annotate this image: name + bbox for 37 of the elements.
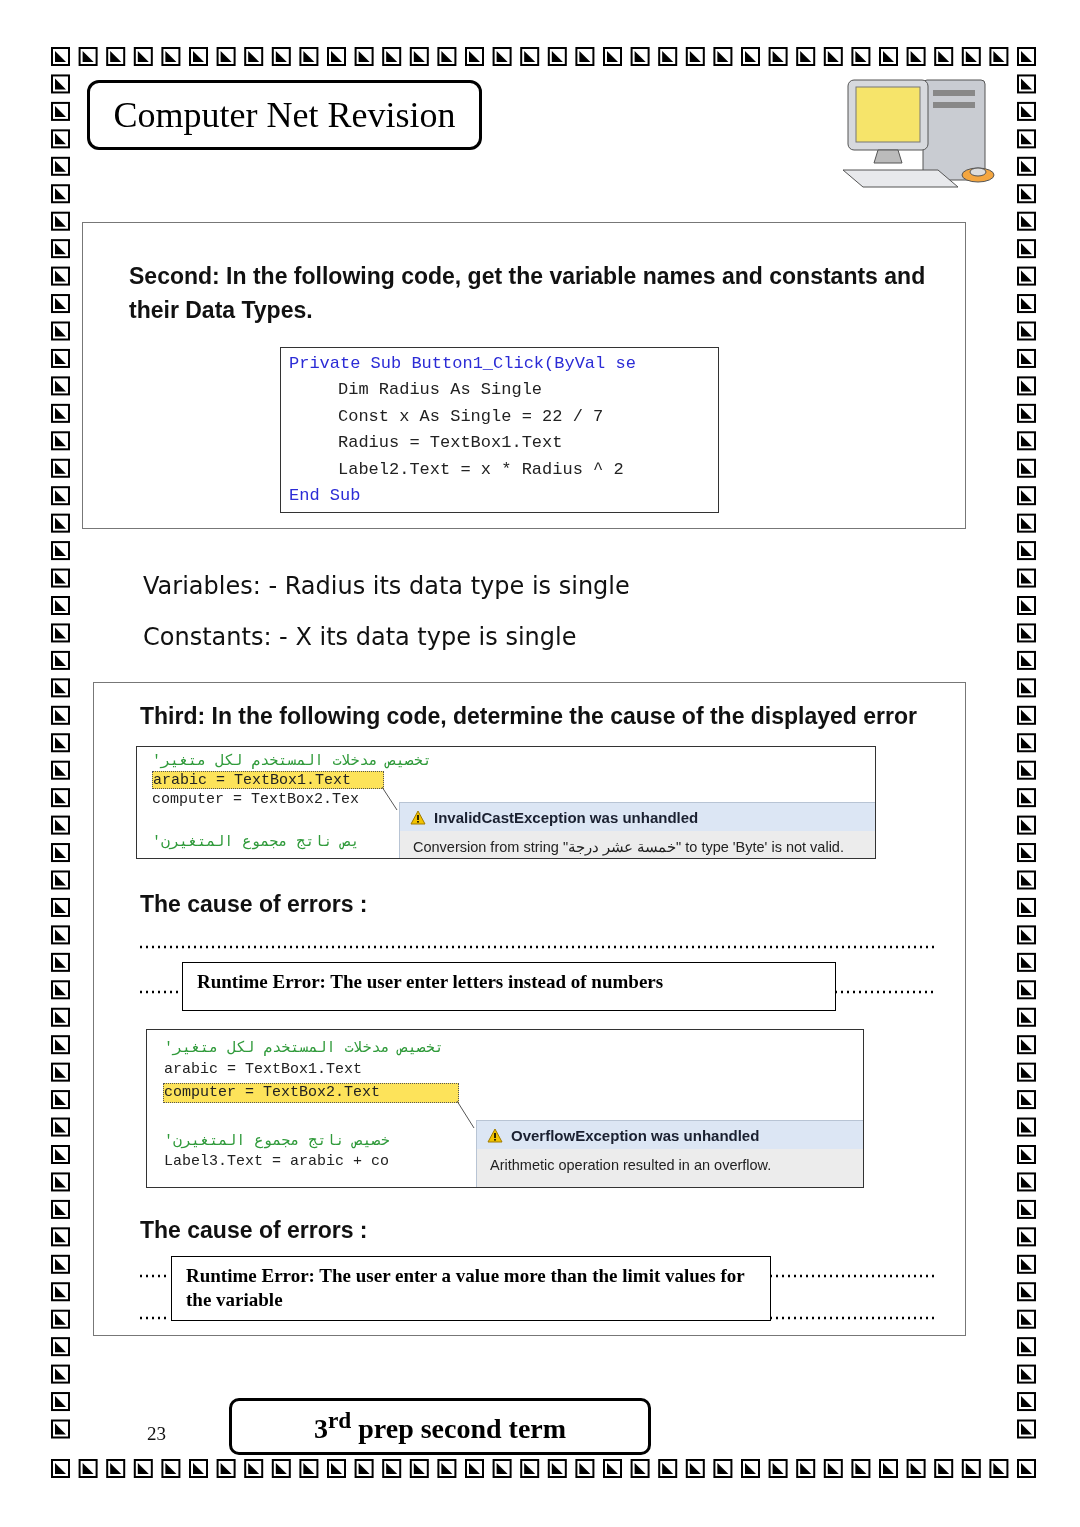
answer-box: Runtime Error: The user enter a value more than the limit values for the variable [171, 1256, 771, 1321]
code-line: Dim Radius As Single [338, 380, 543, 399]
code-line: Const x As Single = 22 / 7 [338, 407, 604, 426]
section-panel [93, 682, 966, 1336]
code-comment: 'يص ناتج مجموع المتغيرن [152, 833, 360, 851]
code-line: Label3.Text = arabic + co [164, 1153, 390, 1170]
title-box: Computer Net Revision [87, 80, 482, 150]
error-message: Arithmetic operation resulted in an overflow. [490, 1157, 772, 1173]
answer-text: Variables: - Radius its data type is single [143, 572, 630, 600]
leader-line [456, 1100, 475, 1129]
error-message: Conversion from string "خمسة عشر درجة" to type 'Byte' is not valid. [413, 839, 844, 855]
footer-box: 3$^{rd}$ prep second term [229, 1398, 651, 1455]
section-subheading: The cause of errors : [140, 1216, 369, 1245]
error-tooltip [476, 1120, 863, 1187]
code-screenshot [146, 1029, 864, 1188]
question-heading: Second: In the following code, get the variable names and constants and their Data Types. [129, 262, 927, 325]
code-line: Label2.Text = x * Radius ^ 2 [338, 460, 624, 479]
leader-line [381, 786, 398, 811]
code-line: Private Sub Button1_Click(ByVal se [289, 354, 636, 373]
code-line: End Sub [289, 486, 361, 505]
answer-box: Runtime Error: The user enter letters instead of numbers [182, 962, 836, 1011]
code-line: arabic = TextBox1.Text [164, 1061, 363, 1078]
question-heading: Third: In the following code, determine the cause of the displayed error [140, 702, 918, 731]
code-comment: 'خصيص ناتج مجموع المتغيرن [164, 1132, 390, 1150]
code-comment: 'تخصيص مدخلات المستخدم لكل متغير [164, 1039, 444, 1057]
code-comment: 'تخصيص مدخلات المستخدم لكل متغير [152, 752, 432, 770]
code-screenshot [136, 746, 876, 859]
section-panel [82, 222, 966, 529]
code-line: Radius = TextBox1.Text [338, 433, 563, 452]
error-tooltip [399, 802, 875, 858]
page-number: 23 [147, 1423, 166, 1445]
section-subheading: The cause of errors : [140, 890, 369, 919]
answer-text: Constants: - X its data type is single [143, 623, 577, 651]
error-title: OverflowException was unhandled [511, 1126, 760, 1144]
code-line: computer = TextBox2.Tex [152, 791, 360, 808]
error-title: InvalidCastException was unhandled [434, 808, 699, 826]
code-screenshot [280, 347, 719, 513]
